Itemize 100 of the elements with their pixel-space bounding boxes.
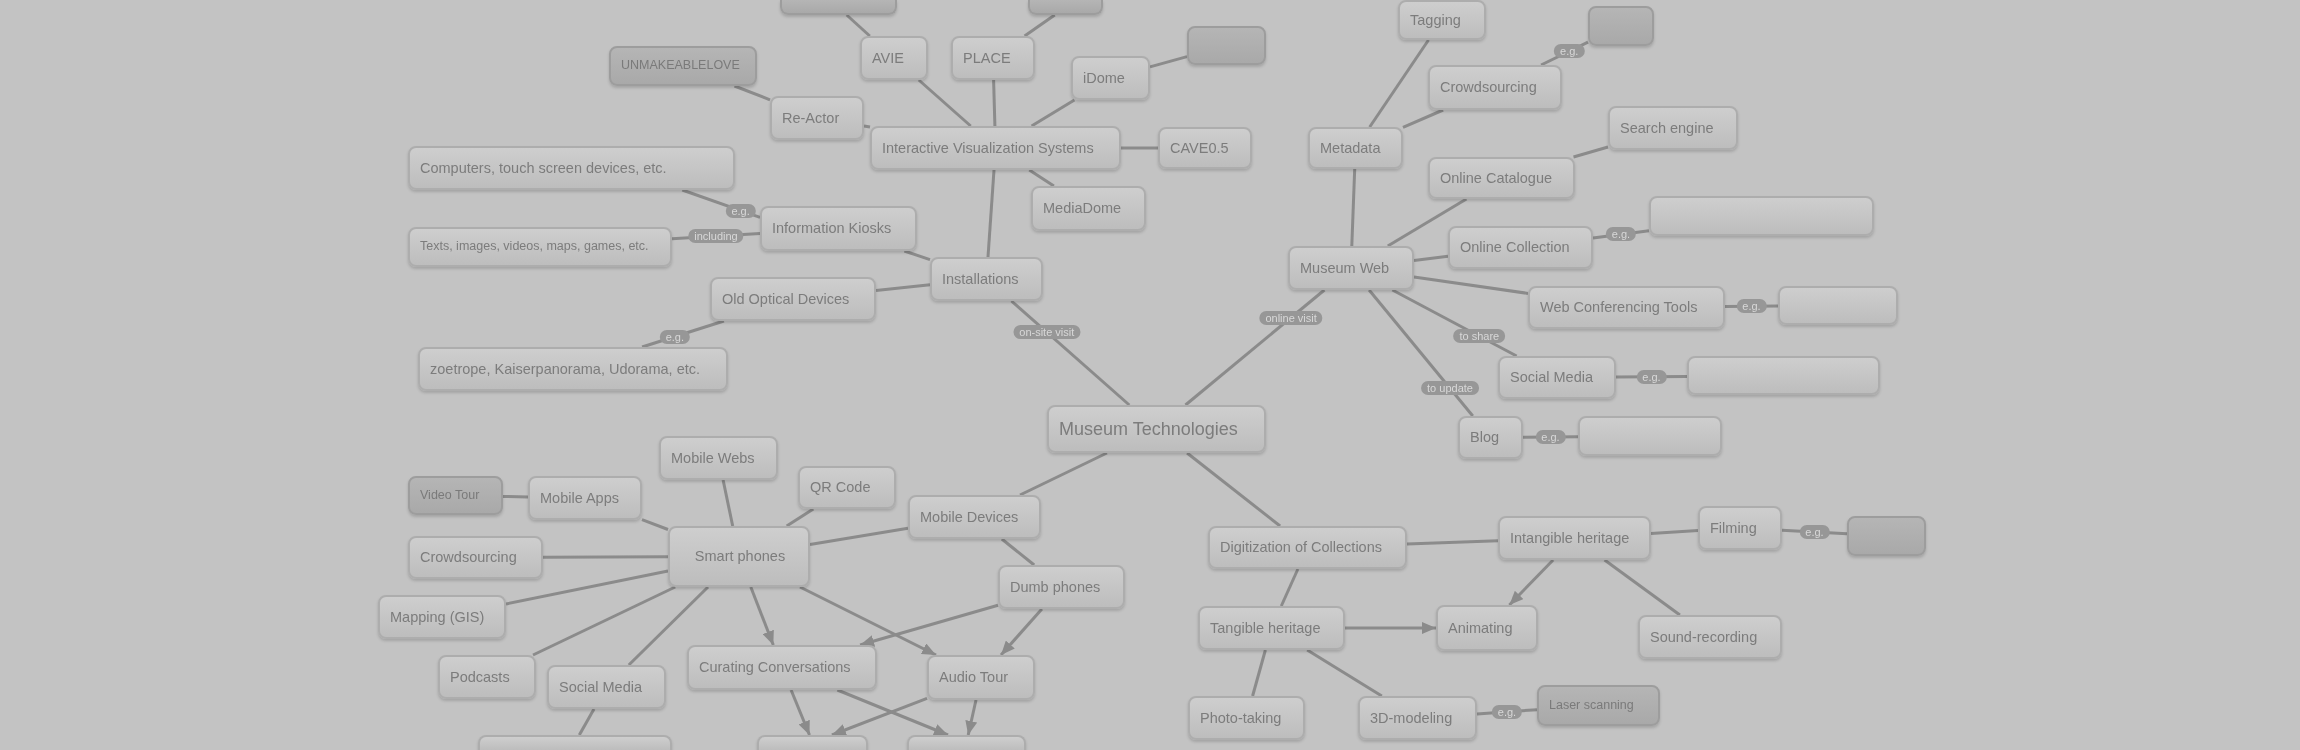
empty-box bbox=[1187, 26, 1266, 65]
arrow bbox=[836, 688, 949, 737]
concept-node: Tangible heritage bbox=[1198, 606, 1345, 650]
concept-node: Installations bbox=[930, 257, 1043, 301]
concept-node: Computers, touch screen devices, etc. bbox=[408, 146, 735, 190]
concept-node: AVIE bbox=[860, 36, 928, 80]
concept-node: Online Collection bbox=[1448, 226, 1593, 269]
empty-box bbox=[780, 0, 897, 15]
concept-node: CAVE0.5 bbox=[1158, 127, 1252, 169]
concept-node: Smart phones bbox=[668, 526, 810, 587]
connector-line bbox=[543, 555, 668, 559]
arrow bbox=[1508, 558, 1555, 607]
empty-box bbox=[1649, 196, 1874, 236]
connector-line bbox=[917, 78, 972, 128]
concept-node: Audio Tour bbox=[927, 655, 1035, 700]
empty-box bbox=[907, 735, 1026, 750]
empty-box bbox=[1687, 356, 1880, 395]
connector-line bbox=[1402, 108, 1444, 129]
concept-node: Animating bbox=[1436, 605, 1538, 651]
connector-line bbox=[1019, 451, 1108, 497]
connector-line bbox=[1010, 299, 1131, 407]
connector-line bbox=[903, 249, 931, 262]
edge-label: including bbox=[688, 229, 744, 244]
concept-node: QR Code bbox=[798, 466, 896, 509]
connector-line bbox=[1413, 275, 1529, 295]
connector-line bbox=[1279, 568, 1300, 607]
arrow bbox=[831, 696, 928, 737]
edge-label: e.g. bbox=[1535, 429, 1566, 444]
concept-node: Social Media bbox=[547, 665, 666, 709]
concept-node: Online Catalogue bbox=[1428, 157, 1575, 199]
concept-node: Information Kiosks bbox=[760, 206, 917, 251]
connector-line bbox=[733, 84, 771, 102]
connector-line bbox=[1030, 98, 1076, 128]
connector-line bbox=[1603, 558, 1681, 617]
empty-box bbox=[1578, 416, 1722, 456]
connector-line bbox=[1387, 197, 1468, 248]
arrow bbox=[999, 608, 1044, 656]
concept-node: Mobile Webs bbox=[659, 436, 778, 480]
concept-node: PLACE bbox=[951, 36, 1035, 80]
connector-line bbox=[1121, 146, 1158, 150]
concept-node: Mobile Apps bbox=[528, 476, 642, 520]
connector-line bbox=[1350, 168, 1357, 247]
connector-line bbox=[641, 518, 669, 531]
empty-box bbox=[1028, 0, 1103, 15]
arrow bbox=[749, 586, 775, 646]
concept-node: Social Media bbox=[1498, 356, 1616, 399]
connector-line bbox=[627, 585, 710, 667]
concept-node: Sound-recording bbox=[1638, 615, 1782, 659]
connector-line bbox=[1573, 145, 1609, 159]
edge-label: online visit bbox=[1259, 310, 1323, 325]
arrow bbox=[789, 689, 811, 736]
concept-node: Curating Conversations bbox=[687, 645, 877, 690]
concept-node: Intangible heritage bbox=[1498, 516, 1651, 560]
concept-node: Crowdsourcing bbox=[408, 536, 543, 579]
arrow bbox=[965, 699, 978, 736]
concept-node: Blog bbox=[1458, 416, 1523, 459]
concept-node: Digitization of Collections bbox=[1208, 526, 1407, 569]
connector-line bbox=[578, 708, 596, 736]
empty-box bbox=[757, 735, 868, 750]
connector-line bbox=[986, 169, 996, 258]
connector-line bbox=[532, 585, 676, 657]
edge-label: e.g. bbox=[725, 203, 756, 218]
concept-node: Dumb phones bbox=[998, 565, 1125, 609]
concept-node: 3D-modeling bbox=[1358, 696, 1477, 740]
concept-node: Filming bbox=[1698, 506, 1782, 550]
connector-line bbox=[875, 283, 931, 292]
connector-line bbox=[502, 494, 529, 499]
connector-line bbox=[785, 507, 815, 528]
connector-line bbox=[845, 13, 871, 38]
arrow bbox=[1345, 622, 1436, 634]
connector-line bbox=[1650, 529, 1699, 535]
connector-line bbox=[1367, 289, 1474, 417]
concept-node: Museum Web bbox=[1288, 246, 1414, 290]
edge-label: e.g. bbox=[1799, 525, 1830, 540]
edge-label: e.g. bbox=[1636, 369, 1667, 384]
concept-node: Old Optical Devices bbox=[710, 277, 876, 321]
connector-line bbox=[1186, 451, 1282, 528]
edge-label: e.g. bbox=[1736, 299, 1767, 314]
arrow bbox=[799, 585, 937, 657]
empty-box bbox=[1778, 286, 1898, 325]
edge-label: e.g. bbox=[1605, 227, 1637, 242]
connector-line bbox=[1023, 13, 1056, 38]
concept-node: Mapping (GIS) bbox=[378, 595, 506, 639]
connector-line bbox=[505, 569, 669, 606]
concept-node: Crowdsourcing bbox=[1428, 65, 1562, 110]
concept-node: Interactive Visualization Systems bbox=[870, 126, 1121, 170]
concept-node: Photo-taking bbox=[1188, 696, 1305, 740]
concept-node: Search engine bbox=[1608, 106, 1738, 150]
empty-box bbox=[478, 735, 672, 750]
edge-label: to update bbox=[1421, 381, 1479, 396]
arrow bbox=[859, 603, 999, 647]
concept-node: Re-Actor bbox=[770, 96, 864, 140]
concept-node: zoetrope, Kaiserpanorama, Udorama, etc. bbox=[418, 347, 728, 391]
connector-line bbox=[1406, 539, 1499, 546]
edge-label: to share bbox=[1453, 329, 1506, 344]
concept-node: MediaDome bbox=[1031, 186, 1146, 231]
edge-label: e.g. bbox=[1491, 704, 1523, 719]
connector-line bbox=[1184, 288, 1326, 407]
connector-line bbox=[1413, 254, 1449, 262]
concept-node: Tagging bbox=[1398, 0, 1486, 40]
